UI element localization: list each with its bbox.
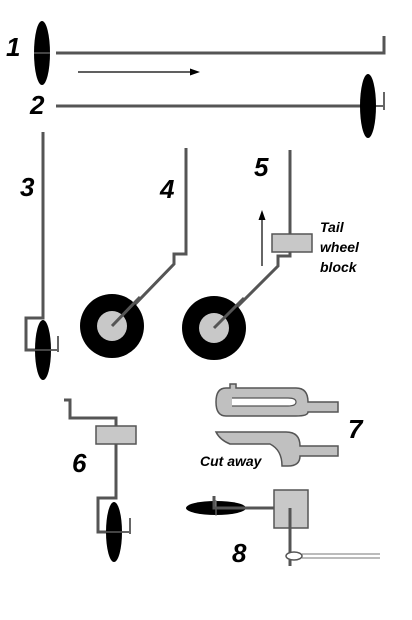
step-7-number: 7 — [348, 414, 364, 444]
step-3-wire — [24, 132, 45, 352]
step-7-cut-away-block — [214, 431, 339, 467]
step-6-tail-wheel-block — [95, 425, 137, 445]
step-6-group: 6 — [64, 398, 137, 562]
step-5-tail-wheel-block — [271, 233, 313, 253]
step-6-number: 6 — [72, 448, 87, 478]
slide-direction-arrow — [78, 68, 200, 76]
step-4-wire — [112, 148, 188, 328]
step-6-wire — [64, 398, 118, 534]
step-7-group: 7 Cut away — [200, 383, 364, 469]
step-2-group: 2 — [29, 74, 385, 138]
tail-wheel-block-label-line3: block — [320, 259, 358, 275]
step-5-wire — [214, 150, 292, 330]
step-2-wheel — [360, 74, 376, 138]
tail-wheel-block-label-line2: wheel — [320, 239, 360, 255]
step-5-group: 5 Tail wheel block — [182, 150, 360, 360]
step-8-axle-wire — [212, 496, 276, 510]
step-7-fork-slot — [232, 397, 297, 407]
step-1-number: 1 — [6, 32, 20, 62]
step-1-group: 1 — [6, 21, 386, 85]
step-1-wire — [56, 36, 386, 55]
step-8-number: 8 — [232, 538, 247, 568]
step-3-group: 3 — [20, 132, 59, 380]
step-4-wire-over-wheel — [110, 295, 142, 328]
step-8-control-horn — [285, 551, 303, 561]
step-4-group: 4 — [80, 148, 188, 358]
step-5-wire-over-wheel — [212, 296, 246, 330]
tail-wheel-block-label-line1: Tail — [320, 219, 345, 235]
step-5-number: 5 — [254, 152, 269, 182]
step-2-number: 2 — [29, 90, 45, 120]
step-5-up-arrow — [258, 210, 266, 266]
step-3-number: 3 — [20, 172, 35, 202]
step-8-group: 8 — [186, 489, 380, 568]
step-4-number: 4 — [159, 174, 175, 204]
cut-away-label: Cut away — [200, 453, 263, 469]
